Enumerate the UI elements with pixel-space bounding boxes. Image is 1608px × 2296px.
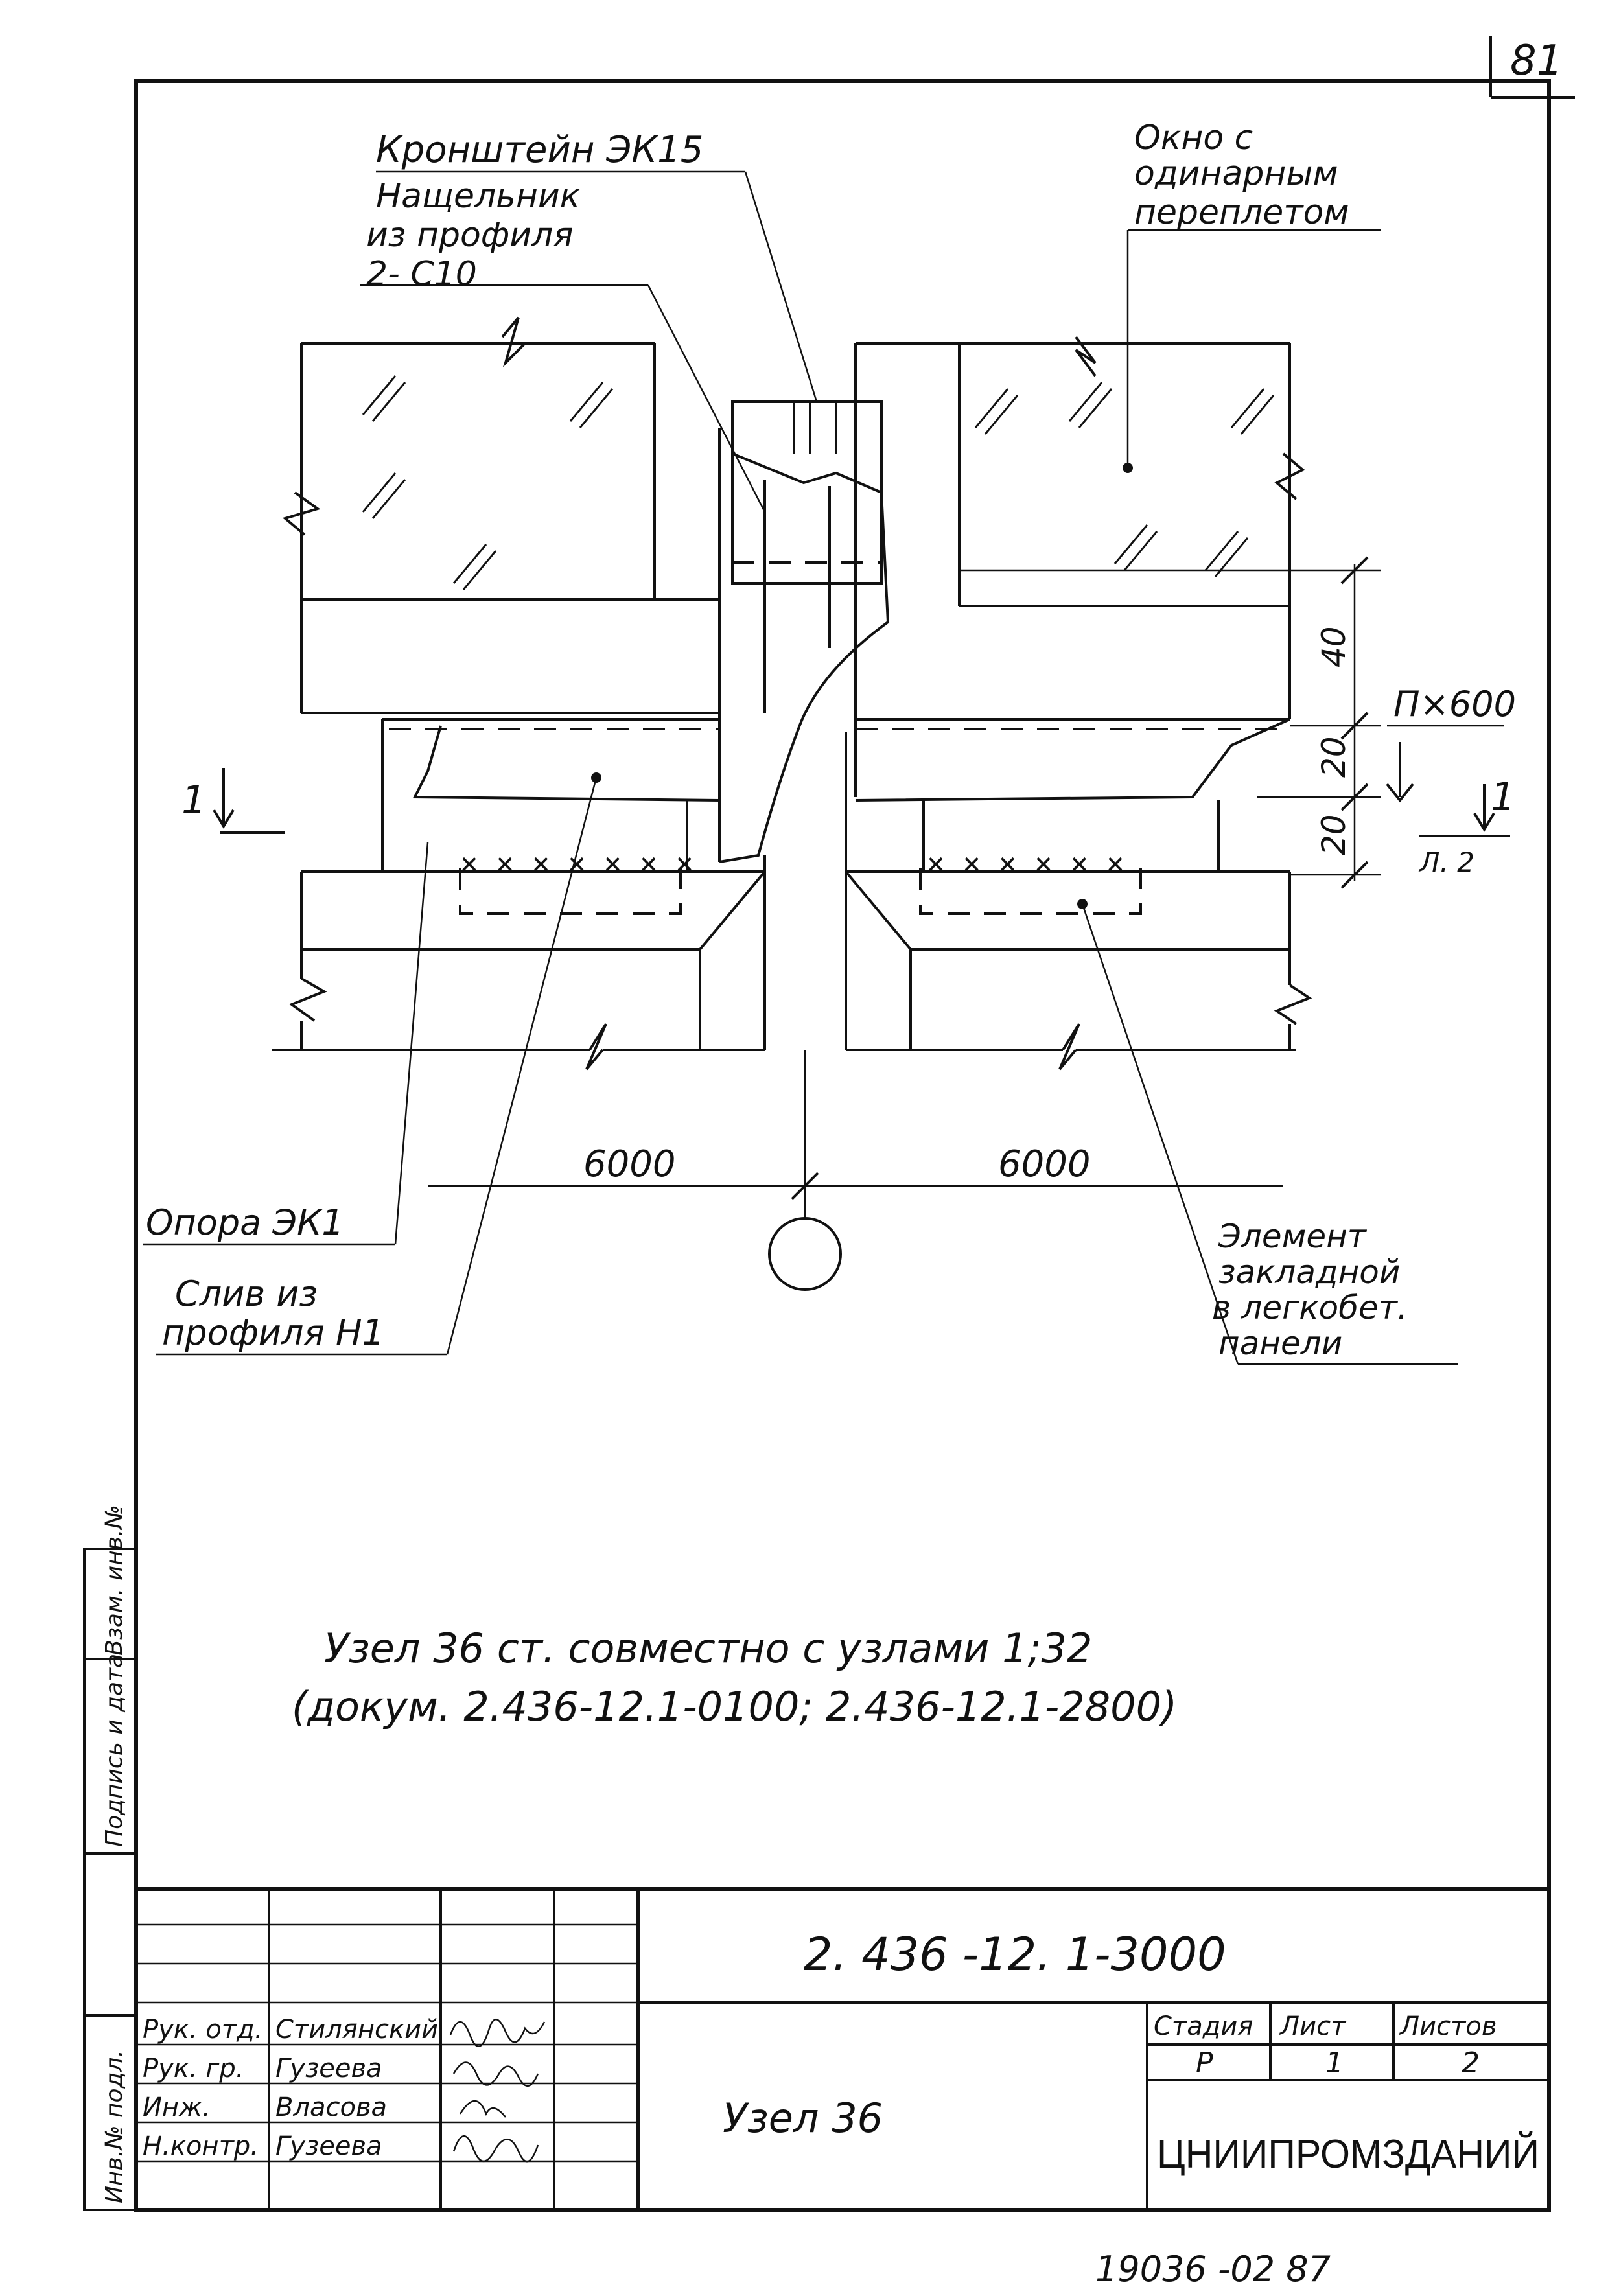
callout-shim: Нащельник из профиля 2- С10	[360, 177, 766, 513]
stage-value: Р	[1196, 2047, 1213, 2080]
role-1: Рук. отд.	[143, 2015, 263, 2045]
vertical-dimensions: 40 20 20	[959, 556, 1381, 889]
section-mark-right-num: 1	[1491, 774, 1515, 820]
section-mark-left: 1	[181, 768, 285, 834]
name-3: Власова	[275, 2093, 387, 2122]
callout-drain: Слив из профиля Н1	[156, 772, 601, 1356]
drip-h1	[381, 718, 1290, 872]
name-4: Гузеева	[275, 2131, 382, 2161]
dim-40: 40	[1315, 626, 1353, 667]
callout-embed-line2: закладной	[1218, 1253, 1400, 1291]
side-stamp: Взам. инв.№ Подпись и дата Инв.№ подл.	[83, 1505, 137, 2211]
role-2: Рук. гр.	[143, 2054, 244, 2083]
sheet-value: 1	[1325, 2047, 1344, 2080]
side-stamp-inventory: Инв.№ подл.	[101, 2050, 128, 2203]
sheets-value: 2	[1462, 2047, 1480, 2080]
handwritten-signatures	[449, 2019, 546, 2163]
section-mark-left-num: 1	[181, 778, 206, 823]
support-ek1-right: × × × × × ×	[919, 846, 1142, 915]
left-window	[282, 316, 719, 714]
dim-20-upper: 20	[1315, 736, 1353, 778]
svg-text:× × × × × ×: × × × × × ×	[927, 846, 1124, 881]
callout-embed-line1: Элемент	[1218, 1218, 1368, 1255]
doc-code: 2. 436 -12. 1-3000	[804, 1928, 1226, 1981]
callout-bracket-text: Кронштейн ЭК15	[376, 129, 703, 171]
callout-drain-line1: Слив из	[175, 1273, 318, 1314]
callout-shim-line2: из профиля	[366, 216, 574, 255]
callout-shim-line3: 2- С10	[366, 255, 477, 294]
callout-bracket: Кронштейн ЭК15	[376, 129, 818, 402]
signature-rows: Рук. отд. Стилянский Рук. гр. Гузеева Ин…	[143, 2015, 438, 2161]
span-right-label: 6000	[998, 1143, 1091, 1185]
panel-dim-label: П×600	[1393, 684, 1516, 725]
panel-right	[845, 870, 1312, 1071]
callout-embed-line3: в легкобет.	[1212, 1289, 1408, 1327]
footer-number: 19036 -02 87	[1095, 2249, 1331, 2290]
page-number: 81	[1510, 37, 1563, 85]
span-left-label: 6000	[583, 1143, 676, 1185]
callout-window: Окно с одинарным переплетом	[1123, 119, 1381, 473]
span-dimension: 6000 6000	[428, 1143, 1283, 1200]
callout-shim-line1: Нащельник	[376, 177, 581, 216]
callout-support-text: Опора ЭК1	[146, 1202, 344, 1243]
side-stamp-replaced: Взам. инв.№	[101, 1505, 128, 1656]
callout-support: Опора ЭК1	[143, 842, 429, 1246]
panel-dimension: П×600	[1386, 684, 1516, 803]
note-line2: (докум. 2.436-12.1-0100; 2.436-12.1-2800…	[292, 1683, 1177, 1730]
shim-dashed	[731, 454, 883, 564]
name-2: Гузеева	[275, 2054, 382, 2083]
callout-embed: Элемент закладной в легкобет. панели	[1077, 899, 1458, 1365]
callout-window-line3: переплетом	[1134, 193, 1349, 232]
callout-window-line2: одинарным	[1134, 154, 1338, 193]
node-title: Узел 36	[723, 2094, 883, 2142]
organization: ЦНИИПРОМЗДАНИЙ	[1157, 2131, 1539, 2177]
name-1: Стилянский	[275, 2015, 438, 2045]
panel-left	[272, 870, 766, 1071]
sheet-header: Лист	[1279, 2012, 1347, 2041]
bracket-ek15	[718, 400, 890, 863]
note-line1: Узел 36 ст. совместно с узлами 1;32	[324, 1625, 1092, 1672]
callout-drain-line2: профиля Н1	[162, 1312, 384, 1353]
role-3: Инж.	[143, 2093, 211, 2122]
sheet-border	[134, 79, 1551, 2212]
dim-20-lower: 20	[1315, 814, 1353, 855]
sheets-header: Листов	[1399, 2012, 1497, 2041]
stage-header: Стадия	[1154, 2012, 1253, 2041]
section-mark-right: 1 Л. 2	[1418, 774, 1515, 878]
right-window	[854, 336, 1305, 797]
role-4: Н.контр.	[143, 2131, 259, 2161]
section-mark-sheet: Л. 2	[1418, 846, 1474, 878]
callout-embed-line4: панели	[1218, 1325, 1342, 1362]
side-stamp-signature: Подпись и дата	[101, 1654, 128, 1847]
axis-marker	[768, 1050, 842, 1291]
callout-window-line1: Окно с	[1134, 119, 1253, 157]
title-block	[136, 1887, 1549, 2210]
